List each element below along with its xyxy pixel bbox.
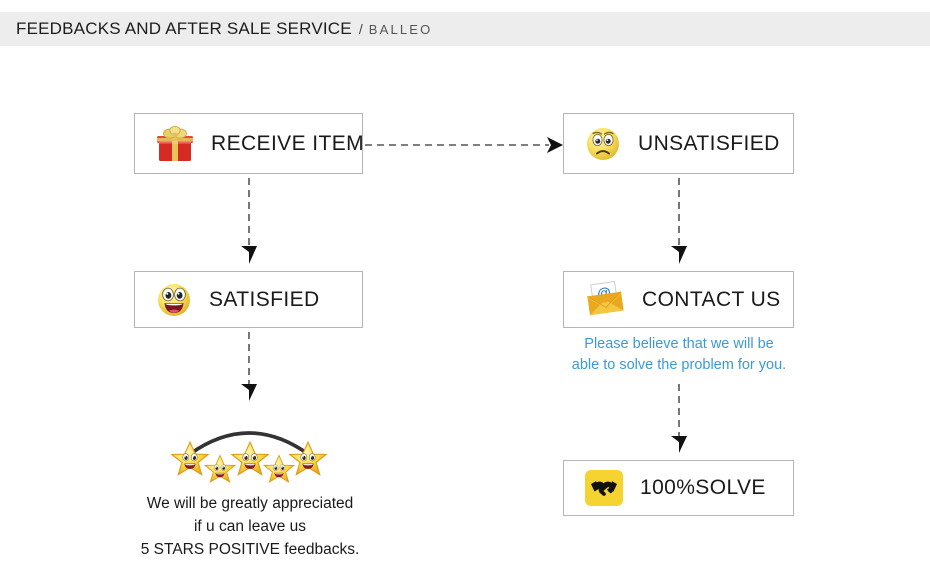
feedback-request-text: We will be greatly appreciated if u can … — [120, 492, 380, 561]
node-contact-us-label: CONTACT US — [642, 287, 781, 311]
arrow-satisfied-to-stars — [241, 332, 257, 401]
contact-note-line-1: Please believe that we will be — [584, 336, 774, 352]
contact-note-line-2: able to solve the problem for you. — [571, 357, 787, 373]
handshake-icon — [585, 470, 623, 506]
feedback-request-line-1: We will be greatly appreciated — [146, 495, 354, 512]
arrow-contact-us-to-solve — [671, 384, 687, 453]
feedback-request-line-2: if u can leave us — [193, 518, 306, 535]
node-satisfied-label: SATISFIED — [209, 287, 320, 311]
arrow-receive-item-to-unsatisfied — [365, 137, 563, 153]
email-envelope-icon: @ — [587, 280, 624, 315]
sad-face-icon — [587, 127, 619, 160]
five-star-rating-cluster — [171, 431, 327, 483]
rating-arc — [188, 431, 310, 456]
arrow-receive-item-to-satisfied — [241, 178, 257, 264]
node-satisfied[interactable]: SATISFIED — [134, 271, 363, 328]
node-solve-label: 100%SOLVE — [640, 476, 766, 499]
smiling-star-icon — [263, 454, 295, 483]
smiling-star-icon — [231, 441, 269, 476]
node-unsatisfied-label: UNSATISFIED — [638, 131, 780, 155]
brand-name: BALLEO — [368, 21, 433, 37]
contact-reassurance-note: Please believe that we will be able to s… — [545, 334, 813, 376]
node-unsatisfied[interactable]: UNSATISFIED — [563, 113, 794, 174]
node-solve[interactable]: 100%SOLVE — [563, 460, 794, 516]
node-receive-item[interactable]: RECEIVE ITEM — [134, 113, 364, 174]
node-contact-us[interactable]: @ CONTACT US — [563, 271, 794, 328]
feedback-request-line-3: 5 STARS POSITIVE feedbacks. — [140, 541, 360, 558]
smiling-star-icon — [204, 454, 236, 483]
page-header-bar: FEEDBACKS AND AFTER SALE SERVICE / BALLE… — [0, 12, 930, 46]
node-receive-item-label: RECEIVE ITEM — [211, 131, 364, 155]
page-title: FEEDBACKS AND AFTER SALE SERVICE — [16, 19, 352, 38]
header-separator: / — [358, 21, 363, 37]
gift-box-icon — [157, 125, 193, 161]
arrow-unsatisfied-to-contact-us — [671, 178, 687, 264]
happy-face-icon — [158, 283, 190, 316]
